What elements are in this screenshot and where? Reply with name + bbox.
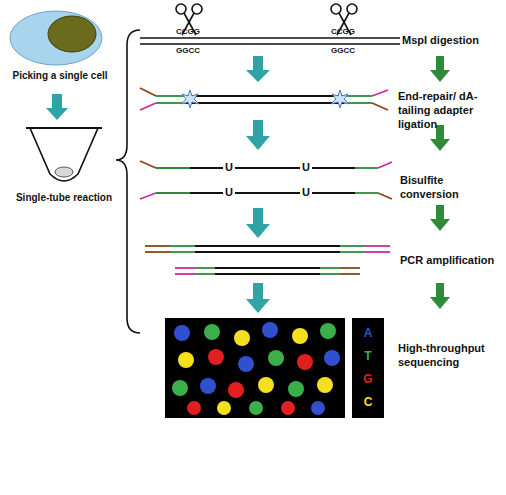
tube-contents xyxy=(55,167,73,177)
site-sequence: CCGG xyxy=(331,27,361,37)
node-label: Single-tube reaction xyxy=(12,192,116,203)
bisulfite-strands xyxy=(140,161,392,199)
flow-arrow xyxy=(246,208,270,238)
base-letter: C xyxy=(352,395,384,409)
ligation-star xyxy=(181,90,199,108)
flow-arrow xyxy=(46,94,68,120)
site-sequence: GGCC xyxy=(331,46,361,56)
uracil-mark: U xyxy=(300,186,312,200)
flow-arrow xyxy=(246,120,270,150)
uracil-mark: U xyxy=(300,161,312,175)
flow-arrow xyxy=(430,56,450,82)
pcr-products xyxy=(145,246,390,274)
base-letter: T xyxy=(352,349,384,363)
cell-body xyxy=(10,11,102,65)
step-label: High-throughput sequencing xyxy=(398,342,502,370)
step-label: PCR amplification xyxy=(400,254,504,268)
step-label: Bisulfite conversion xyxy=(400,174,504,202)
sequencing-panel xyxy=(165,318,345,418)
cell-node: Picking a single cell xyxy=(4,8,116,92)
tube-node: Single-tube reaction xyxy=(12,122,116,208)
cell-nucleus xyxy=(48,16,96,52)
step-label: End-repair/ dA-tailing adapter ligation xyxy=(398,90,504,131)
site-sequence: GGCC xyxy=(176,46,206,56)
base-letter: G xyxy=(352,372,384,386)
flow-arrow xyxy=(430,205,450,231)
uracil-mark: U xyxy=(223,186,235,200)
tube-rim xyxy=(26,127,102,129)
ligation-star xyxy=(331,90,349,108)
tube-outline xyxy=(30,128,98,181)
adapter-ligated-strands xyxy=(140,88,388,110)
base-letter: A xyxy=(352,326,384,340)
flow-arrow xyxy=(430,283,450,309)
base-key-box: ATGC xyxy=(352,318,384,418)
sequencing-clusters xyxy=(172,322,340,415)
node-label: Picking a single cell xyxy=(4,70,116,81)
site-sequence: CCGG xyxy=(176,27,206,37)
uracil-mark: U xyxy=(223,161,235,175)
dna-strand xyxy=(140,43,400,45)
flow-arrow xyxy=(246,283,270,313)
flow-arrow xyxy=(246,56,270,82)
dna-strand xyxy=(140,37,400,39)
step-label: MspI digestion xyxy=(402,34,504,48)
curly-brace xyxy=(116,30,140,333)
